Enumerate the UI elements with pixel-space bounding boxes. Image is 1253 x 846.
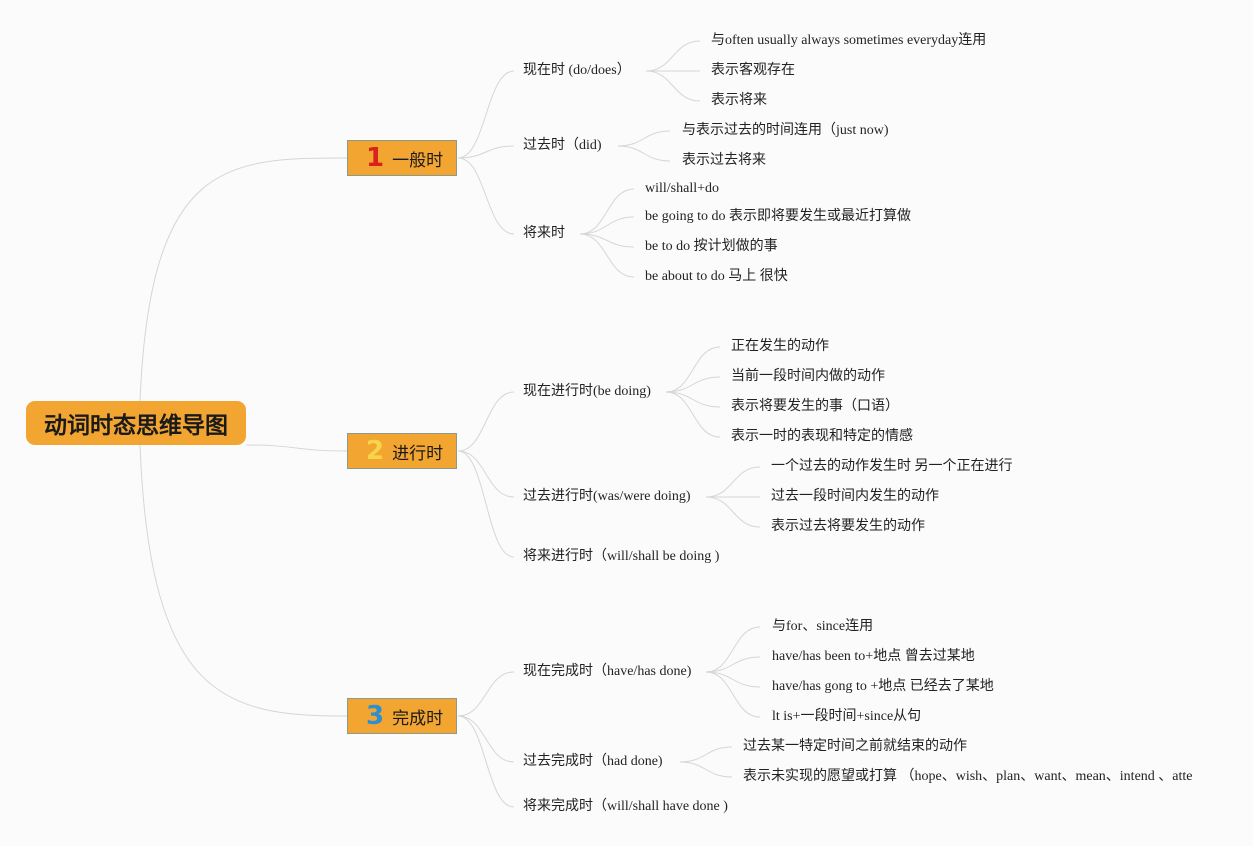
branch-node-progressive[interactable]: 2 进行时 <box>347 433 457 469</box>
connector-line <box>679 761 733 778</box>
connector-line <box>665 391 721 438</box>
leaf-item[interactable]: 一个过去的动作发生时 另一个正在进行 <box>771 459 1013 474</box>
branch-label: 进行时 <box>392 443 444 464</box>
connector-line <box>705 671 761 688</box>
leaf-item[interactable]: 表示一时的表现和特定的情感 <box>731 429 913 444</box>
root-node[interactable]: 动词时态思维导图 <box>26 401 246 445</box>
connector-line <box>457 671 515 717</box>
connector-line <box>645 40 701 72</box>
leaf-item[interactable]: will/shall+do <box>645 181 720 196</box>
subtopic-past-progressive[interactable]: 过去进行时(was/were doing) <box>523 489 691 504</box>
leaf-item[interactable]: be to do 按计划做的事 <box>645 239 778 254</box>
subtopic-present-simple[interactable]: 现在时 (do/does） <box>523 63 631 78</box>
connector-line <box>617 145 671 162</box>
root-title: 动词时态思维导图 <box>44 413 228 439</box>
branch-node-simple[interactable]: 1 一般时 <box>347 140 457 176</box>
leaf-item[interactable]: 表示过去将要发生的动作 <box>771 519 925 534</box>
leaf-item[interactable]: 与for、since连用 <box>772 619 874 634</box>
connector-line <box>139 157 348 402</box>
number-icon-1: 1 <box>366 143 385 173</box>
subtopic-past-perfect[interactable]: 过去完成时（had done) <box>523 754 663 769</box>
leaf-item[interactable]: 表示未实现的愿望或打算 （hope、wish、plan、want、mean、in… <box>743 769 1193 784</box>
connector-line <box>457 715 515 808</box>
connector-line <box>457 145 515 159</box>
connector-line <box>705 626 761 673</box>
connector-line <box>665 391 721 408</box>
connector-line <box>579 188 635 235</box>
leaf-item[interactable]: 当前一段时间内做的动作 <box>731 369 885 384</box>
connector-line <box>705 671 761 718</box>
connector-line <box>645 70 701 102</box>
branch-label: 一般时 <box>392 150 444 171</box>
branch-label: 完成时 <box>392 708 444 729</box>
leaf-item[interactable]: 与often usually always sometimes everyday… <box>711 33 987 48</box>
connector-line <box>679 746 733 763</box>
leaf-item[interactable]: 表示将要发生的事（口语） <box>731 399 899 414</box>
leaf-item[interactable]: 表示将来 <box>711 93 767 108</box>
connector-line <box>705 656 761 673</box>
leaf-item[interactable]: be about to do 马上 很快 <box>645 269 788 284</box>
leaf-item[interactable]: 正在发生的动作 <box>731 339 829 354</box>
number-icon-2: 2 <box>366 436 385 466</box>
branch-node-perfect[interactable]: 3 完成时 <box>347 698 457 734</box>
subtopic-present-perfect[interactable]: 现在完成时（have/has done) <box>523 664 692 679</box>
connector-line <box>457 70 515 159</box>
connector-line <box>245 444 348 452</box>
leaf-item[interactable]: 过去某一特定时间之前就结束的动作 <box>743 739 967 754</box>
connector-line <box>457 450 515 498</box>
subtopic-future-simple[interactable]: 将来时 <box>523 226 565 241</box>
subtopic-future-perfect[interactable]: 将来完成时（will/shall have done ) <box>523 799 728 814</box>
connector-line <box>617 130 671 147</box>
connector-line <box>457 391 515 452</box>
connector-line <box>705 466 761 498</box>
leaf-item[interactable]: have/has gong to +地点 已经去了某地 <box>772 679 994 694</box>
leaf-item[interactable]: be going to do 表示即将要发生或最近打算做 <box>645 209 911 224</box>
leaf-item[interactable]: have/has been to+地点 曾去过某地 <box>772 649 975 664</box>
connector-line <box>705 496 761 528</box>
number-icon-3: 3 <box>366 701 385 731</box>
connector-line <box>665 376 721 393</box>
leaf-item[interactable]: lt is+一段时间+since从句 <box>772 709 922 724</box>
connector-line <box>139 444 348 717</box>
connector-line <box>457 450 515 558</box>
leaf-item[interactable]: 表示过去将来 <box>682 153 766 168</box>
connector-line <box>579 216 635 235</box>
subtopic-past-simple[interactable]: 过去时（did) <box>523 138 602 153</box>
connector-line <box>579 233 635 248</box>
leaf-item[interactable]: 表示客观存在 <box>711 63 795 78</box>
subtopic-present-progressive[interactable]: 现在进行时(be doing) <box>523 384 651 399</box>
connector-line <box>665 346 721 393</box>
connector-line <box>579 233 635 278</box>
connector-line <box>457 715 515 763</box>
leaf-item[interactable]: 与表示过去的时间连用（just now) <box>682 123 889 138</box>
connector-line <box>457 157 515 235</box>
leaf-item[interactable]: 过去一段时间内发生的动作 <box>771 489 939 504</box>
subtopic-future-progressive[interactable]: 将来进行时（will/shall be doing ) <box>523 549 720 564</box>
